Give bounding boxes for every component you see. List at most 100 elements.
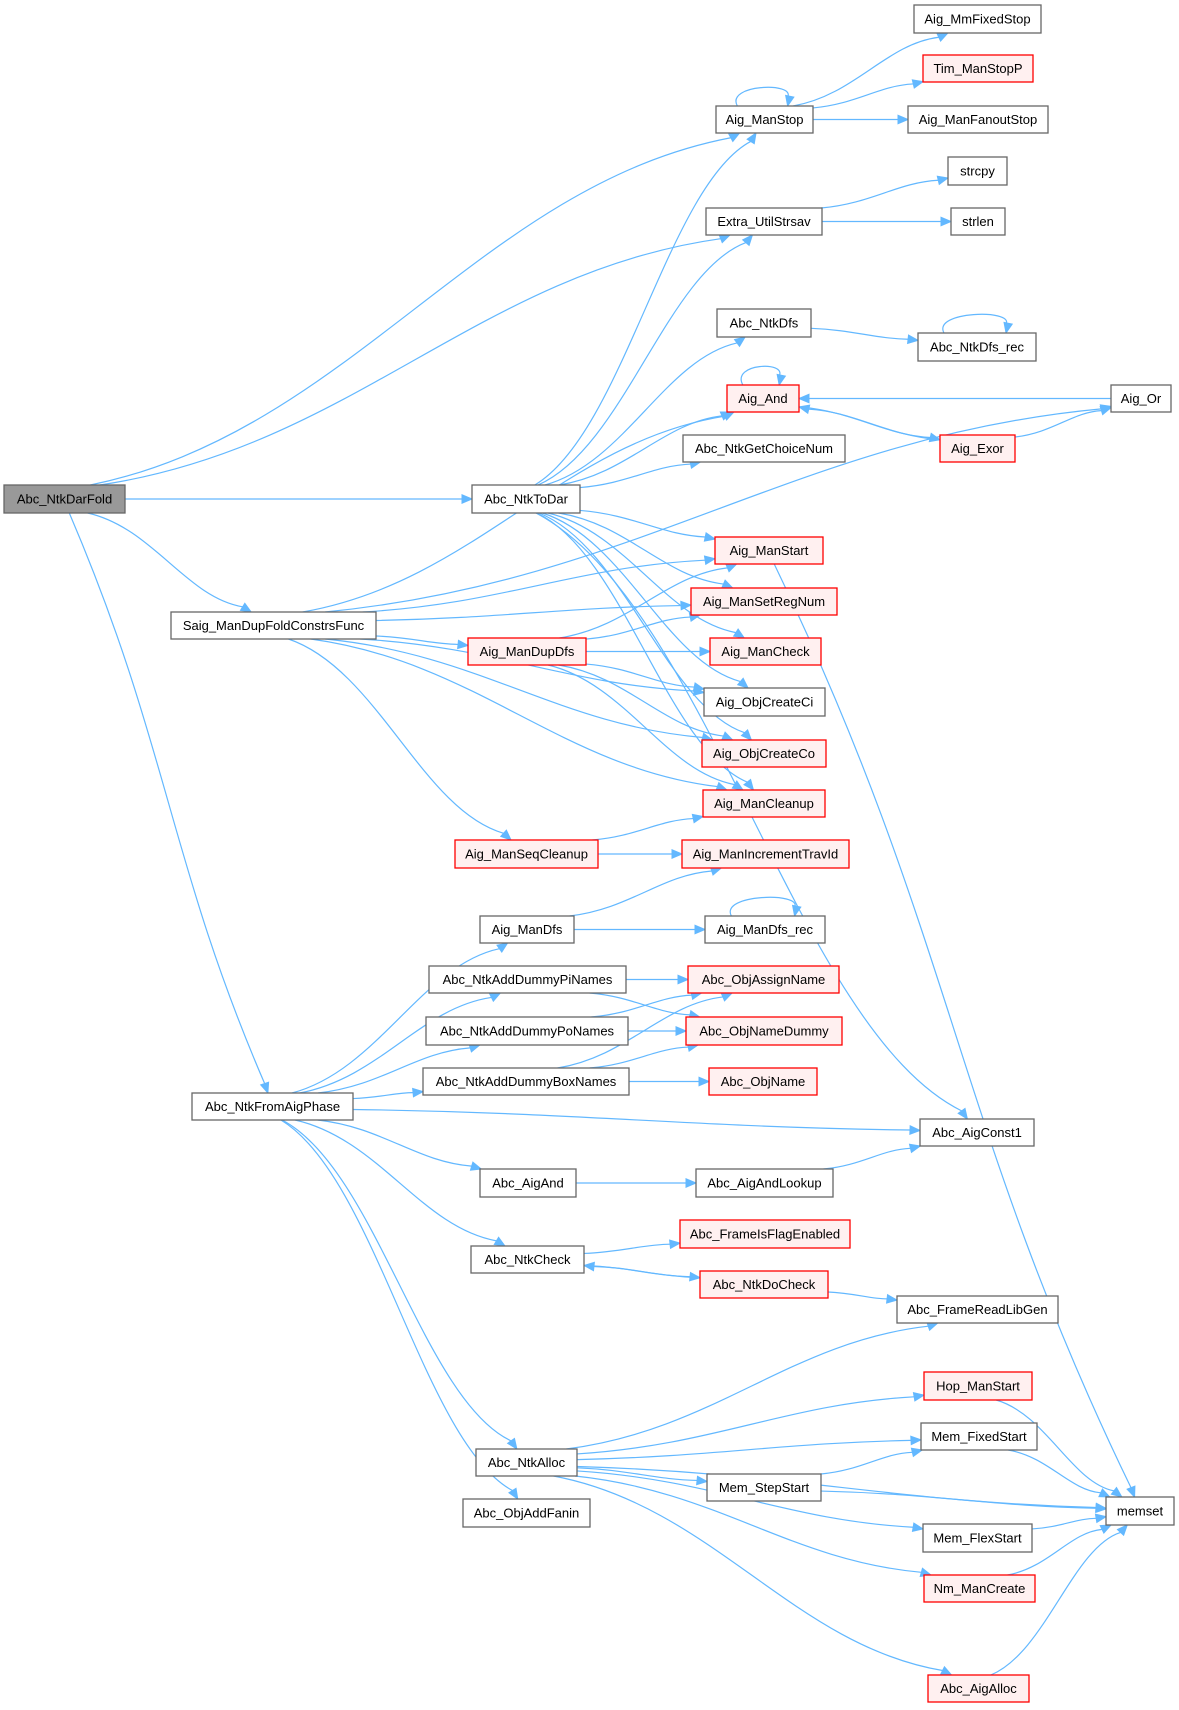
node-aig-mancleanup[interactable]: Aig_ManCleanup: [702, 789, 826, 818]
node-mem-flexstart[interactable]: Mem_FlexStart: [922, 1523, 1033, 1553]
arrowhead-icon: [677, 974, 690, 985]
edge-abc-ntktodar-to-aig-manstop: [534, 131, 757, 486]
arrowhead-icon: [1098, 1488, 1111, 1498]
node-aig-and[interactable]: Aig_And: [726, 384, 800, 413]
node-aig-mansetregnum[interactable]: Aig_ManSetRegNum: [690, 587, 838, 616]
arrowhead-icon: [488, 992, 502, 1003]
arrowhead-icon: [493, 1236, 507, 1247]
node-extra-utilstrsav[interactable]: Extra_UtilStrsav: [705, 207, 823, 236]
node-aig-mancheck[interactable]: Aig_ManCheck: [709, 637, 822, 666]
node-abc-aigand[interactable]: Abc_AigAnd: [479, 1168, 577, 1198]
edge-saig-mandupfoldconstrsfunc-to-aig-mansetregnum: [375, 600, 693, 622]
node-aig-mandfs-rec[interactable]: Aig_ManDfs_rec: [704, 915, 826, 944]
node-abc-framereadlibgen[interactable]: Abc_FrameReadLibGen: [896, 1295, 1059, 1324]
node-abc-aigalloc[interactable]: Abc_AigAlloc: [927, 1674, 1030, 1703]
arrowhead-icon: [259, 1081, 270, 1095]
edge-abc-ntkadddummyboxnames-to-abc-objname: [628, 1076, 711, 1087]
node-strlen[interactable]: strlen: [950, 207, 1006, 236]
node-box: [917, 332, 1037, 362]
node-abc-ntkalloc[interactable]: Abc_NtkAlloc: [475, 1448, 578, 1477]
node-box: [454, 839, 599, 869]
node-abc-ntkdfs[interactable]: Abc_NtkDfs: [716, 308, 812, 338]
node-mem-stepstart[interactable]: Mem_StepStart: [706, 1473, 822, 1502]
node-aig-mandupdfs[interactable]: Aig_ManDupDfs: [467, 637, 587, 666]
arrowhead-icon: [499, 829, 512, 841]
node-box: [425, 1016, 629, 1046]
edge-abc-ntkdarfold-to-saig-mandupfoldconstrsfunc: [87, 512, 253, 613]
node-abc-aigandlookup[interactable]: Abc_AigAndLookup: [695, 1168, 834, 1198]
arrowhead-icon: [507, 1487, 519, 1501]
edge-aig-mandupdfs-to-aig-mancheck: [585, 646, 712, 657]
arrowhead-icon: [741, 234, 754, 247]
arrowhead-icon: [1116, 1524, 1129, 1537]
node-abc-ntkdocheck[interactable]: Abc_NtkDoCheck: [699, 1270, 829, 1299]
node-abc-ntkdfs-rec[interactable]: Abc_NtkDfs_rec: [917, 332, 1037, 362]
node-aig-manfanoutstop[interactable]: Aig_ManFanoutStop: [907, 105, 1049, 134]
node-aig-mandfs[interactable]: Aig_ManDfs: [479, 915, 575, 944]
node-abc-frameisflagenabled[interactable]: Abc_FrameIsFlagEnabled: [679, 1219, 851, 1249]
node-abc-objnamedummy[interactable]: Abc_ObjNameDummy: [685, 1016, 843, 1046]
edge-abc-ntkfromaigphase-to-abc-ntkadddummyboxnames: [352, 1087, 425, 1100]
node-label: Abc_NtkDfs_rec: [930, 340, 1024, 355]
edge-abc-ntktodar-to-abc-ntkdfs: [544, 336, 747, 486]
node-abc-ntkadddummyponames[interactable]: Abc_NtkAddDummyPoNames: [425, 1016, 629, 1046]
node-aig-or[interactable]: Aig_Or: [1110, 384, 1172, 413]
arrowhead-icon: [957, 1107, 969, 1121]
edge-abc-ntkfromaigphase-to-abc-aigand: [317, 1119, 483, 1171]
node-abc-ntkadddummyboxnames[interactable]: Abc_NtkAddDummyBoxNames: [422, 1067, 630, 1096]
arrowhead-icon: [940, 216, 953, 227]
node-abc-objassignname[interactable]: Abc_ObjAssignName: [687, 965, 840, 994]
edge-aig-and-to-aig-and: [740, 365, 787, 387]
node-box: [467, 637, 587, 666]
node-label: Abc_NtkDfs: [730, 316, 799, 331]
node-label: Hop_ManStart: [936, 1379, 1020, 1394]
node-label: Mem_FixedStart: [931, 1429, 1027, 1444]
edge-hop-manstart-to-memset: [995, 1399, 1123, 1498]
node-aig-manincrementtravid[interactable]: Aig_ManIncrementTravId: [681, 839, 850, 869]
arrowhead-icon: [457, 639, 470, 650]
edge-abc-ntkcheck-to-abc-ntkdocheck: [583, 1264, 702, 1282]
node-mem-fixedstart[interactable]: Mem_FixedStart: [920, 1422, 1038, 1451]
node-memset[interactable]: memset: [1105, 1496, 1175, 1526]
node-aig-manseqcleanup[interactable]: Aig_ManSeqCleanup: [454, 839, 599, 869]
node-box: [479, 1168, 577, 1198]
node-tim-manstopp[interactable]: Tim_ManStopP: [922, 54, 1034, 83]
node-aig-manstop[interactable]: Aig_ManStop: [715, 105, 814, 134]
arrowhead-icon: [694, 924, 707, 935]
node-abc-ntkfromaigphase[interactable]: Abc_NtkFromAigPhase: [191, 1092, 354, 1121]
node-box: [716, 308, 812, 338]
node-aig-manstart[interactable]: Aig_ManStart: [714, 536, 824, 565]
arrowhead-icon: [1094, 1513, 1108, 1524]
node-abc-ntktodar[interactable]: Abc_NtkToDar: [471, 484, 581, 514]
node-strcpy[interactable]: strcpy: [947, 156, 1008, 186]
node-abc-aigconst1[interactable]: Abc_AigConst1: [919, 1118, 1035, 1147]
edge-abc-ntkdarfold-to-abc-ntkfromaigphase: [68, 512, 270, 1095]
node-nm-mancreate[interactable]: Nm_ManCreate: [923, 1574, 1036, 1603]
node-abc-objaddfanin[interactable]: Abc_ObjAddFanin: [462, 1498, 591, 1528]
arrowhead-icon: [1095, 1503, 1108, 1514]
node-abc-ntkcheck[interactable]: Abc_NtkCheck: [470, 1245, 585, 1274]
arrowhead-icon: [685, 1178, 698, 1188]
node-box: [922, 1523, 1033, 1553]
node-abc-objname[interactable]: Abc_ObjName: [708, 1067, 818, 1096]
arrowhead-icon: [720, 992, 734, 1002]
node-hop-manstart[interactable]: Hop_ManStart: [923, 1371, 1033, 1401]
edge-abc-ntkadddummyponames-to-abc-objnamedummy: [628, 1026, 688, 1036]
arrowhead-icon: [692, 682, 706, 692]
arrowhead-icon: [691, 813, 705, 824]
node-box: [705, 207, 823, 236]
node-label: Aig_MmFixedStop: [924, 12, 1030, 27]
root-node-abc-ntkdarfold: Abc_NtkDarFold: [3, 484, 126, 514]
node-aig-objcreateci[interactable]: Aig_ObjCreateCi: [703, 687, 826, 717]
arrowhead-icon: [496, 942, 509, 954]
node-abc-ntkgetchoicenum[interactable]: Abc_NtkGetChoiceNum: [682, 434, 846, 463]
edge-abc-ntkalloc-to-mem-stepstart: [576, 1467, 709, 1486]
node-aig-objcreateco[interactable]: Aig_ObjCreateCo: [701, 739, 827, 768]
node-saig-mandupfoldconstrsfunc[interactable]: Saig_ManDupFoldConstrsFunc: [170, 611, 377, 640]
arrowhead-icon: [703, 555, 717, 566]
arrowhead-icon: [746, 131, 757, 145]
node-aig-exor[interactable]: Aig_Exor: [939, 434, 1016, 463]
edge-aig-mandupdfs-to-aig-objcreateci: [585, 663, 706, 692]
node-abc-ntkadddummypinames[interactable]: Abc_NtkAddDummyPiNames: [428, 965, 627, 994]
node-aig-mmfixedstop[interactable]: Aig_MmFixedStop: [913, 4, 1042, 34]
